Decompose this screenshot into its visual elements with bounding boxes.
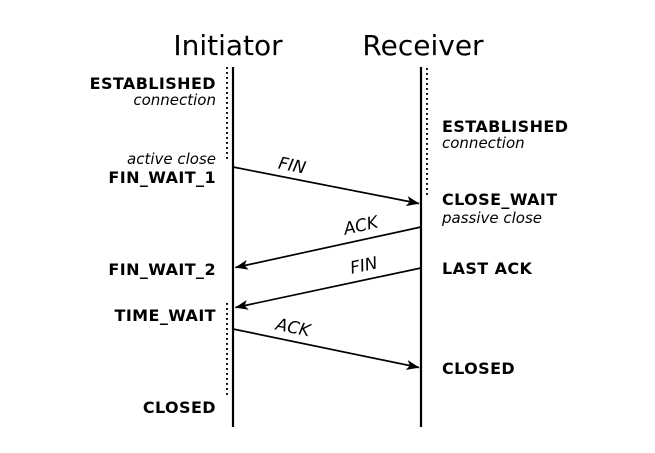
initiator-state-established: ESTABLISHED <box>89 74 216 93</box>
fin-arrow-receiver-to-initiator <box>235 267 422 310</box>
initiator-state-fin-wait-1: FIN_WAIT_1 <box>108 168 216 187</box>
receiver-state-closed: CLOSED <box>442 359 516 378</box>
initiator-state-closed: CLOSED <box>142 398 216 417</box>
initiator-title: Initiator <box>173 29 283 62</box>
ack-message-label-1: ACK <box>341 212 382 240</box>
ack-arrow-receiver-to-initiator <box>235 226 422 270</box>
receiver-title: Receiver <box>362 29 484 62</box>
fin-arrow-initiator-to-receiver <box>232 166 420 206</box>
ack-message-label-2: ACK <box>273 315 314 342</box>
fin-message-label-2: FIN <box>348 253 379 278</box>
receiver-state-close-wait: CLOSE_WAIT <box>442 190 558 209</box>
initiator-state-established-sub: connection <box>133 91 216 109</box>
initiator-state-fin-wait-2: FIN_WAIT_2 <box>108 260 216 279</box>
receiver-state-established: ESTABLISHED <box>442 117 569 136</box>
initiator-state-time-wait: TIME_WAIT <box>114 306 216 325</box>
receiver-state-established-sub: connection <box>442 134 525 152</box>
fin-message-label-1: FIN <box>277 154 308 179</box>
initiator-annotation-active-close: active close <box>127 150 216 168</box>
receiver-annotation-passive-close: passive close <box>442 209 543 227</box>
ack-arrow-initiator-to-receiver <box>232 328 420 370</box>
receiver-state-last-ack: LAST ACK <box>442 259 533 278</box>
